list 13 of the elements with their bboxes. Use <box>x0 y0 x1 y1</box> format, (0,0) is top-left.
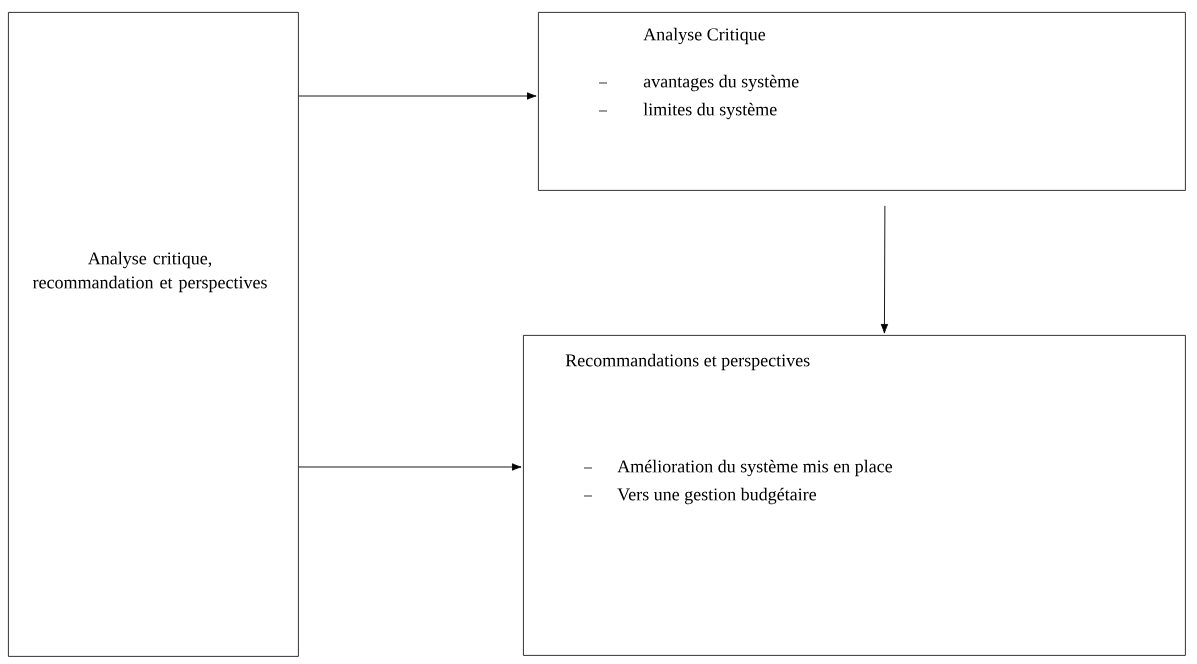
text-box <box>538 12 1186 191</box>
list-item: Amélioration du système mis en place <box>617 459 893 477</box>
text-box <box>8 12 299 657</box>
box-label: Analyse critique, recommandation et perspectives <box>32 251 267 293</box>
text-box <box>523 335 1186 656</box>
arrow <box>880 205 889 334</box>
box-heading: Analyse Critique <box>643 27 766 45</box>
box-heading: Recommandations et perspectives <box>565 353 810 371</box>
arrow <box>298 463 522 471</box>
list-item: limites du système <box>643 102 777 120</box>
arrow <box>298 92 537 100</box>
list-item: Vers une gestion budgétaire <box>617 487 817 505</box>
list-item: avantages du système <box>643 74 799 92</box>
